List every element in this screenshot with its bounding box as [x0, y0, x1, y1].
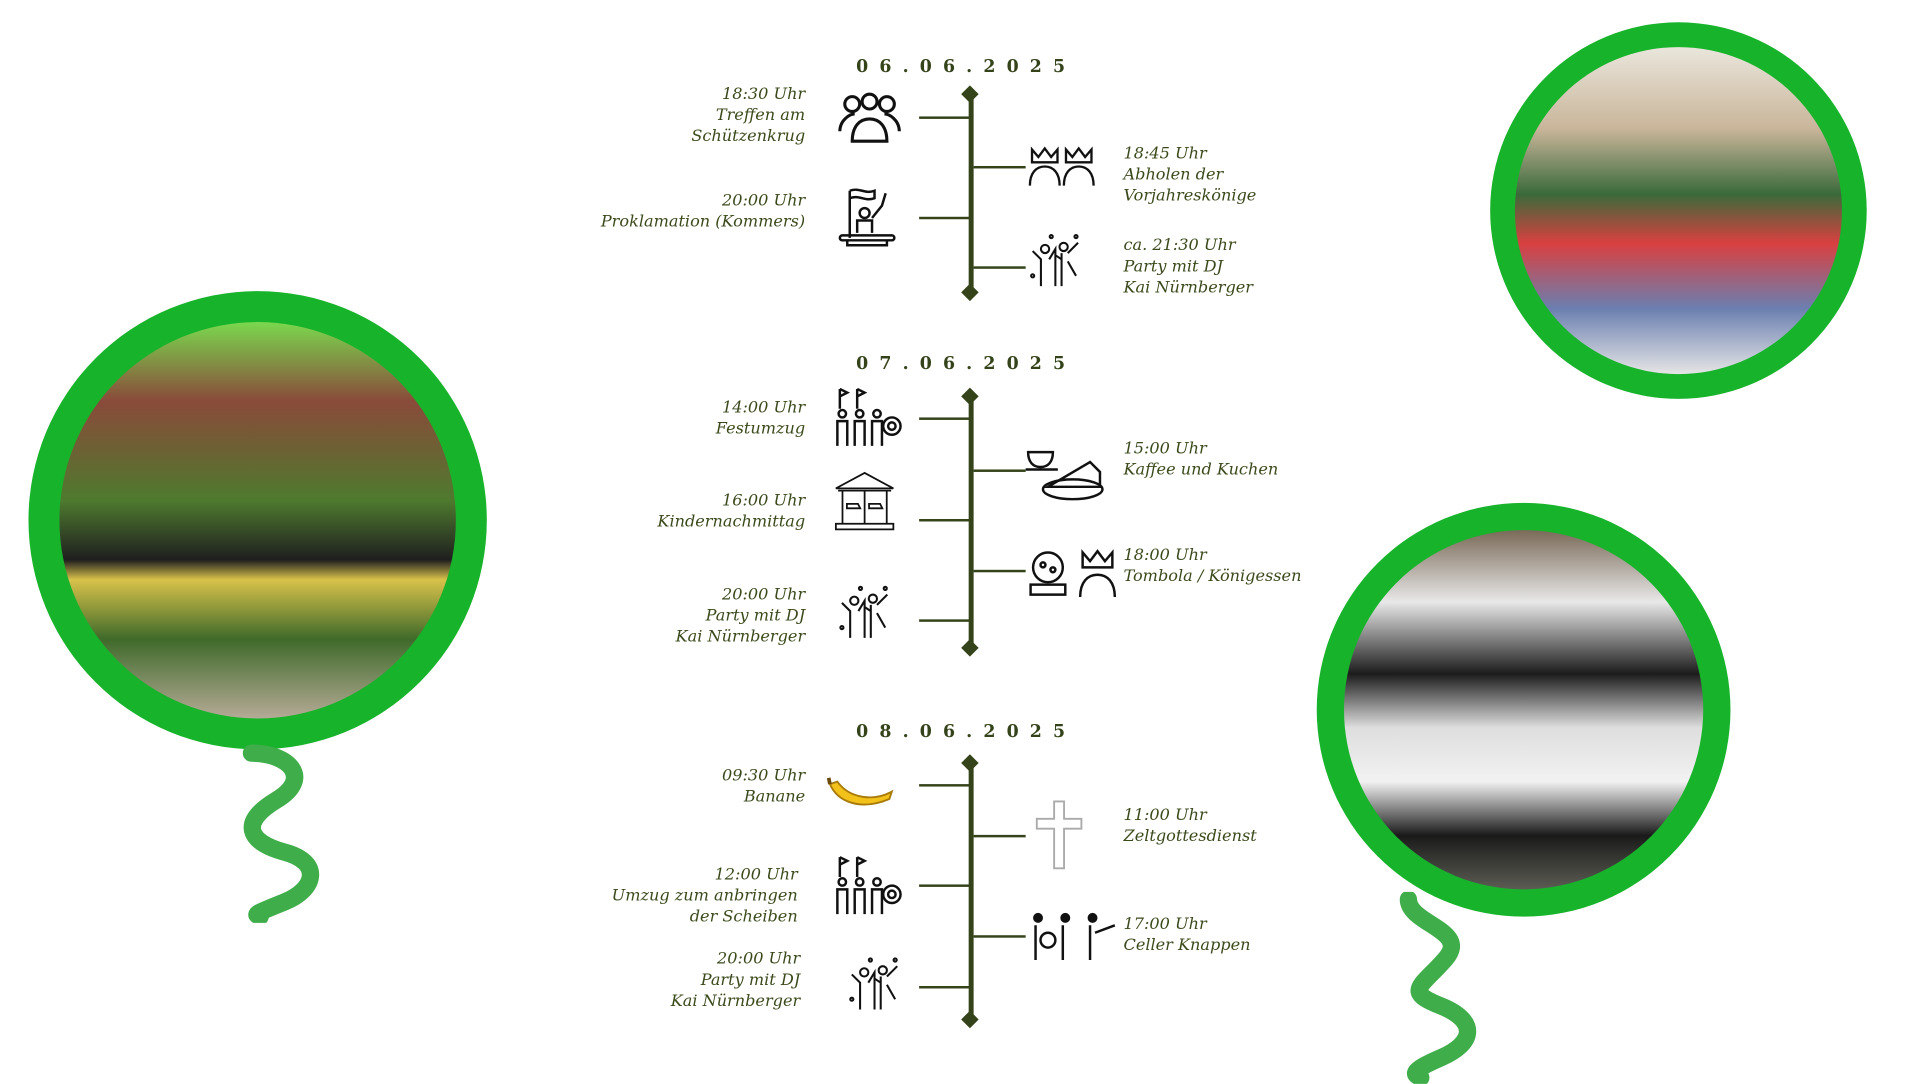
- timeline-branch: [919, 619, 972, 622]
- timeline-line: [968, 763, 974, 1020]
- dancing-people-icon: [837, 954, 911, 1016]
- kings-crown-icon: [1026, 139, 1100, 201]
- dancing-people-icon: [827, 582, 901, 644]
- parade-icon: [830, 855, 904, 917]
- timeline-start-marker: [961, 85, 979, 103]
- event-text-line: 17:00 Uhr: [1123, 915, 1207, 934]
- timeline-branch: [973, 569, 1026, 573]
- event-text-line: Party mit DJ: [705, 606, 806, 626]
- event-text-line: 18:30 Uhr: [721, 85, 806, 105]
- event-text-line: Kaffee und Kuchen: [1123, 460, 1279, 480]
- carousel-icon: [827, 471, 901, 533]
- event-text-line: Kindernachmittag: [657, 512, 806, 532]
- timeline-end-marker: [961, 639, 979, 657]
- day-date: 06.06.2025: [856, 56, 1077, 77]
- event-text-line: 20:00 Uhr: [721, 191, 806, 211]
- timeline-branch: [919, 417, 972, 420]
- timeline-end-marker: [961, 1010, 979, 1029]
- timeline-branch: [919, 116, 972, 119]
- event-text-line: Banane: [743, 787, 806, 807]
- banana-icon: [825, 766, 899, 828]
- timeline-branch: [919, 784, 972, 787]
- timeline-start-marker: [961, 754, 979, 772]
- coffee-cake-icon: [1023, 440, 1110, 502]
- event-text-line: der Scheiben: [689, 907, 798, 927]
- timeline-branch: [919, 884, 972, 887]
- cross-icon: [1028, 799, 1090, 871]
- parade-icon: [830, 386, 904, 448]
- event-text-line: Abholen der: [1123, 165, 1224, 185]
- event-text-line: Treffen am: [715, 106, 806, 126]
- marching-band-icon: [1028, 907, 1117, 969]
- day-date: 07.06.2025: [856, 354, 1077, 375]
- lottery-crown-icon: [1026, 540, 1120, 602]
- event-text-line: Party mit DJ: [700, 971, 801, 990]
- event-text-line: 20:00 Uhr: [721, 585, 806, 605]
- event-text-line: 09:30 Uhr: [721, 766, 806, 786]
- event-text-line: 16:00 Uhr: [721, 491, 806, 511]
- event-text-line: 18:45 Uhr: [1123, 144, 1207, 164]
- timeline-start-marker: [961, 387, 979, 406]
- timeline-line: [968, 94, 974, 293]
- event-text-line: 12:00 Uhr: [714, 865, 798, 885]
- dancing-people-icon: [1018, 230, 1092, 292]
- timeline-branch: [973, 834, 1026, 838]
- event-text-line: Zeltgottesdienst: [1123, 827, 1257, 847]
- event-text-line: Kai Nürnberger: [675, 628, 806, 647]
- event-text-line: 11:00 Uhr: [1123, 806, 1207, 825]
- photo-vw-bus: [1316, 502, 1731, 917]
- timeline-branch: [973, 469, 1026, 472]
- streamer-decoration: [242, 744, 320, 923]
- timeline-branch: [919, 216, 972, 220]
- event-text-line: 15:00 Uhr: [1123, 439, 1207, 459]
- speaker-podium-icon: [832, 186, 906, 248]
- event-text-line: Party mit DJ: [1123, 257, 1223, 277]
- event-text-line: Vorjahreskönige: [1123, 187, 1257, 206]
- event-text-line: 14:00 Uhr: [721, 398, 806, 418]
- timeline-branch: [973, 935, 1026, 938]
- event-text-line: Celler Knappen: [1123, 936, 1251, 956]
- event-text-line: 20:00 Uhr: [717, 950, 801, 969]
- event-text-line: Kai Nürnberger: [670, 992, 801, 1011]
- timeline-line: [968, 396, 974, 648]
- timeline-branch: [919, 519, 972, 522]
- streamer-decoration: [1399, 891, 1477, 1084]
- group-people-icon: [832, 89, 906, 151]
- event-text-line: Schützenkrug: [691, 127, 806, 147]
- photo-man-in-arbor: [28, 291, 487, 750]
- event-text-line: 18:00 Uhr: [1123, 546, 1207, 565]
- photo-two-men: [1490, 22, 1867, 399]
- timeline-branch: [973, 266, 1026, 269]
- day-date: 08.06.2025: [856, 722, 1077, 742]
- timeline-end-marker: [961, 283, 979, 302]
- event-text-line: ca. 21:30 Uhr: [1123, 236, 1236, 256]
- event-text-line: Umzug zum anbringen: [611, 886, 798, 906]
- event-text-line: Proklamation (Kommers): [600, 213, 806, 232]
- event-text-line: Kai Nürnberger: [1123, 278, 1254, 298]
- timeline-branch: [973, 165, 1026, 169]
- timeline-branch: [919, 986, 972, 989]
- event-text-line: Tombola / Königessen: [1123, 567, 1302, 586]
- event-text-line: Festumzug: [715, 419, 806, 439]
